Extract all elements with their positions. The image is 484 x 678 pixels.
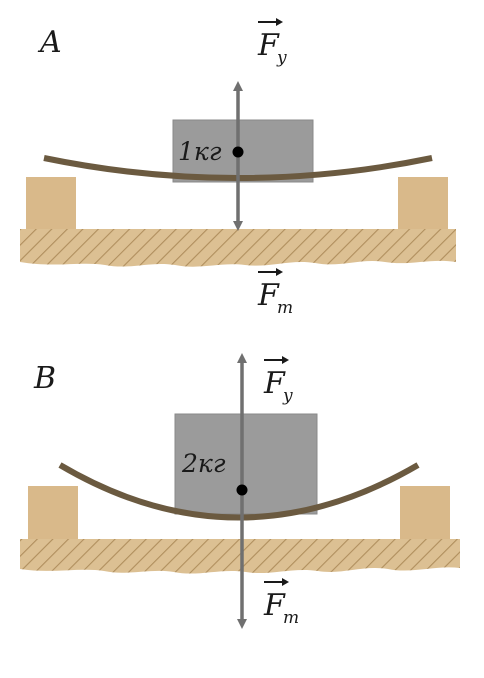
- panel-a-right-support: [398, 177, 448, 229]
- panel-b-right-support: [400, 486, 450, 539]
- panel-b-ground: [20, 539, 460, 574]
- panel-a-gravity-force-symbol: F: [257, 278, 280, 313]
- panel-b-gravity-force-subscript: т: [283, 608, 299, 628]
- panel-b-center-of-mass-dot: [236, 484, 248, 496]
- panel-b-elastic-force-label: F у: [263, 356, 293, 406]
- panel-b-elastic-force-vector-tip: [282, 356, 289, 364]
- panel-a-label: A: [37, 25, 62, 60]
- panel-b-left-support: [28, 486, 78, 539]
- panel-b-elastic-force-symbol: F: [263, 366, 286, 401]
- panel-b-beam: [58, 462, 420, 521]
- panel-a-elastic-force-subscript: у: [276, 48, 287, 68]
- panel-a-elastic-force-symbol: F: [257, 28, 280, 63]
- panel-a-gravity-force-label: F т: [257, 268, 293, 318]
- panel-b-label: B: [33, 361, 56, 396]
- panel-b: B 2кг F у F т: [20, 353, 460, 629]
- panel-b-gravity-force-label: F т: [263, 578, 299, 628]
- panel-a-elastic-force-label: F у: [257, 18, 287, 68]
- panel-a-gravity-force-vector-tip: [276, 268, 283, 276]
- panel-a-ground: [20, 229, 456, 267]
- panel-b-elastic-force-subscript: у: [282, 386, 293, 406]
- panel-a-left-support: [26, 177, 76, 229]
- panel-a-mass-label: 1кг: [178, 137, 222, 166]
- panel-b-gravity-force-symbol: F: [263, 588, 286, 623]
- panel-a-center-of-mass-dot: [232, 146, 244, 158]
- panel-a-elastic-force-vector-tip: [276, 18, 283, 26]
- panel-b-gravity-force-vector-tip: [282, 578, 289, 586]
- panel-b-weight-block: [174, 413, 318, 515]
- panel-a-gravity-force-subscript: т: [277, 298, 293, 318]
- panel-a: A 1кг F у F т: [20, 18, 456, 318]
- panel-b-mass-label: 2кг: [181, 449, 226, 478]
